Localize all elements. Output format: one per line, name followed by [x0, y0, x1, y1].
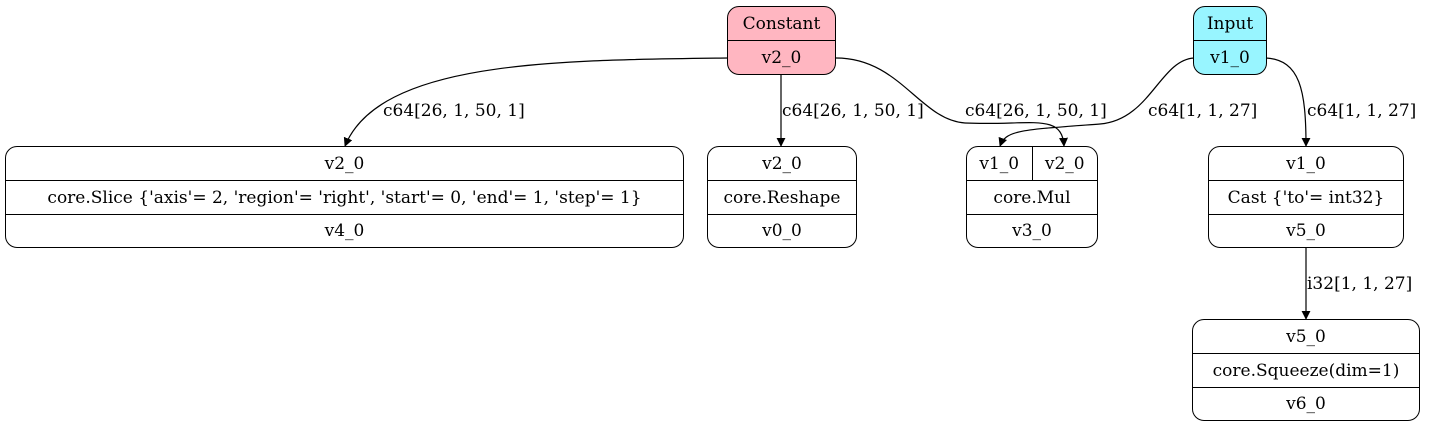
mul-node-op: core.Mul	[967, 180, 1097, 214]
mul-node-input-a: v1_0	[979, 153, 1020, 174]
input-node[interactable]: Input v1_0	[1193, 6, 1267, 75]
mul-node-inputs: v1_0 v2_0	[967, 147, 1097, 180]
cast-node-op: Cast {'to'= int32}	[1209, 180, 1403, 214]
squeeze-node[interactable]: v5_0 core.Squeeze(dim=1) v6_0	[1192, 319, 1420, 421]
cast-node-input: v1_0	[1286, 153, 1326, 174]
edge-label-cast-squeeze: i32[1, 1, 27]	[1307, 274, 1412, 294]
constant-node-output: v2_0	[728, 40, 835, 74]
edge-cast-to-squeeze: i32[1, 1, 27]	[1301, 248, 1412, 320]
input-node-title: Input	[1206, 13, 1254, 34]
mul-node-output: v3_0	[967, 214, 1097, 247]
squeeze-node-input: v5_0	[1286, 326, 1326, 347]
slice-node-op: core.Slice {'axis'= 2, 'region'= 'right'…	[6, 180, 683, 214]
edge-constant-to-slice: c64[26, 1, 50, 1]	[343, 57, 729, 147]
edge-label-constant-slice: c64[26, 1, 50, 1]	[383, 101, 525, 121]
edge-constant-to-reshape: c64[26, 1, 50, 1]	[776, 74, 924, 147]
squeeze-node-output: v6_0	[1193, 387, 1419, 420]
squeeze-node-op: core.Squeeze(dim=1)	[1193, 353, 1419, 387]
input-node-output: v1_0	[1194, 40, 1266, 74]
constant-node-title: Constant	[742, 13, 821, 34]
edge-label-constant-mul: c64[26, 1, 50, 1]	[965, 101, 1107, 121]
mul-node[interactable]: v1_0 v2_0 core.Mul v3_0	[966, 146, 1098, 248]
edge-input-to-mul: c64[1, 1, 27]	[998, 57, 1257, 147]
slice-node-output: v4_0	[6, 214, 683, 247]
reshape-node-op: core.Reshape	[708, 180, 856, 214]
edge-label-constant-reshape: c64[26, 1, 50, 1]	[782, 101, 924, 121]
slice-node-input: v2_0	[324, 153, 365, 174]
edge-label-input-mul: c64[1, 1, 27]	[1148, 101, 1257, 121]
edge-input-to-cast: c64[1, 1, 27]	[1265, 57, 1416, 147]
reshape-node-output: v0_0	[708, 214, 856, 247]
slice-node[interactable]: v2_0 core.Slice {'axis'= 2, 'region'= 'r…	[5, 146, 684, 248]
reshape-node-input: v2_0	[762, 153, 802, 174]
edge-constant-to-mul: c64[26, 1, 50, 1]	[835, 57, 1107, 147]
cast-node-output: v5_0	[1209, 214, 1403, 247]
edge-label-input-cast: c64[1, 1, 27]	[1307, 101, 1416, 121]
mul-node-input-b: v2_0	[1031, 147, 1098, 180]
reshape-node[interactable]: v2_0 core.Reshape v0_0	[707, 146, 857, 248]
constant-node[interactable]: Constant v2_0	[727, 6, 836, 75]
cast-node[interactable]: v1_0 Cast {'to'= int32} v5_0	[1208, 146, 1404, 248]
